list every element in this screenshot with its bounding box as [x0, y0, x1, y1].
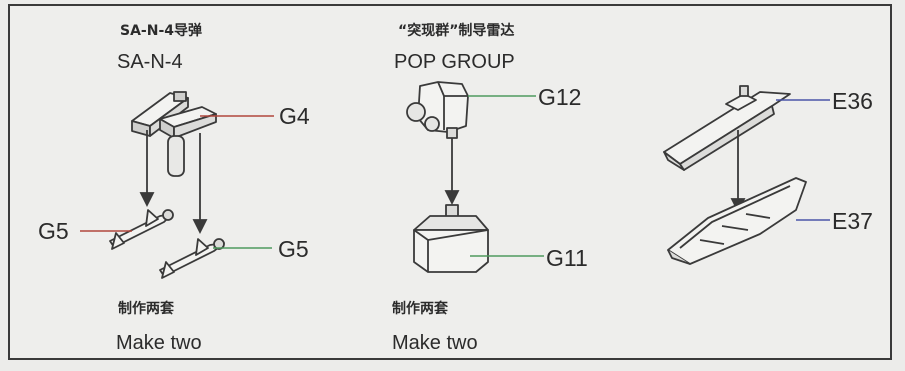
- sa-n-4-missile-left: [109, 209, 174, 250]
- part-label-e37: E37: [832, 208, 873, 234]
- assembly-arrow-boats: [730, 130, 746, 214]
- part-label-g12: G12: [538, 84, 582, 110]
- pop-group-note-en: Make two: [392, 332, 478, 354]
- sa-n-4-title-en: SA-N-4: [117, 51, 183, 73]
- part-label-g4: G4: [279, 103, 310, 129]
- pop-group-title-cn: “突现群”制导雷达: [398, 23, 515, 39]
- boat-e36: [663, 85, 791, 171]
- sa-n-4-launcher: [131, 91, 217, 177]
- part-label-e36: E36: [832, 88, 873, 114]
- sa-n-4-note-en: Make two: [116, 332, 202, 354]
- sa-n-4-title-cn: SA-N-4导弹: [120, 23, 202, 39]
- sa-n-4-missile-right: [159, 238, 225, 279]
- pop-group-radar: [406, 81, 469, 139]
- pop-group-title-en: POP GROUP: [394, 51, 515, 73]
- pop-group-note-cn: 制作两套: [392, 301, 448, 317]
- part-label-g11: G11: [546, 245, 588, 271]
- assembly-arrow-pop-group: [444, 138, 460, 206]
- assembly-arrows-sa-n-4: [139, 130, 208, 235]
- boat-e37: [667, 177, 807, 265]
- part-label-g5-right: G5: [278, 236, 309, 262]
- pop-group-base: [413, 204, 489, 273]
- instruction-frame: [8, 4, 892, 360]
- part-label-g5-left: G5: [38, 218, 69, 244]
- sa-n-4-note-cn: 制作两套: [118, 301, 174, 317]
